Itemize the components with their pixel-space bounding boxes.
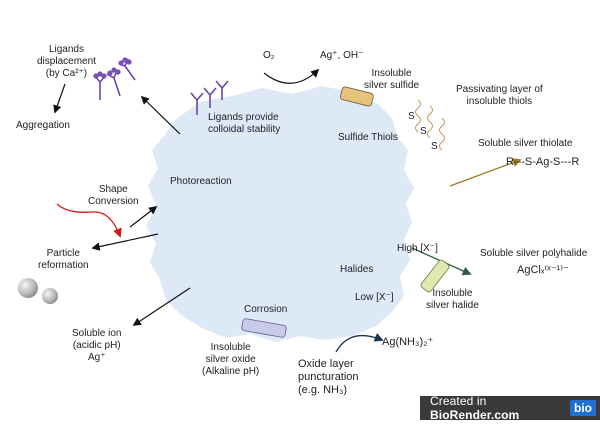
- photoreaction-label: Photoreaction: [170, 176, 232, 187]
- soluble-silver-polyhalide-label: Soluble silver polyhalide: [480, 248, 588, 259]
- arrow-oxidation: [263, 68, 320, 84]
- arrow-ammonia-complex: [335, 333, 384, 353]
- low-halide-label: Low [X⁻]: [355, 292, 394, 303]
- nanoparticle-body: [146, 86, 414, 342]
- corrosion-label: Corrosion: [244, 304, 288, 315]
- soluble-ion-label: Soluble ion(acidic pH)Ag⁺: [72, 328, 122, 363]
- sulfur-atom-label: S: [420, 126, 427, 137]
- silver-oxide-bar: [241, 318, 287, 338]
- aggregation-label: Aggregation: [16, 120, 70, 131]
- arrow-to-thiolate: [449, 158, 522, 187]
- polyhalide-formula: AgClₓ⁽ˣ⁻¹⁾⁻: [517, 264, 569, 276]
- arrow-shape-conversion: [129, 205, 158, 228]
- soluble-silver-thiolate-label: Soluble silver thiolate: [478, 138, 573, 149]
- thiol-chains-icon: [415, 99, 445, 151]
- sulfur-atom-label: S: [408, 111, 415, 122]
- sphere-particle-icon: [42, 288, 58, 304]
- displaced-ligands-icon: [93, 57, 136, 100]
- thiolate-formula: R---S-Ag-S---R: [506, 156, 580, 168]
- silver-ion-hydroxide-label: Ag⁺, OH⁻: [320, 50, 364, 61]
- silver-halide-bar: [420, 259, 450, 293]
- halides-label: Halides: [340, 264, 374, 275]
- arrow-to-ligands-displacement: [140, 95, 181, 135]
- sphere-particle-icon: [18, 278, 38, 298]
- arrow-particle-reformation: [91, 233, 159, 251]
- silver-ammonia-complex-label: Ag(NH₃)₂⁺: [382, 336, 434, 348]
- silver-sulfide-bar: [340, 86, 374, 107]
- surface-ligands: [190, 80, 229, 115]
- reaction-arrows: [53, 68, 320, 326]
- arrow-to-aggregation: [53, 83, 66, 114]
- biorender-logo-icon: bio: [570, 400, 596, 416]
- arrow-red-shape-curve: [56, 203, 122, 238]
- high-halide-label: High [X⁻]: [397, 243, 438, 254]
- badge-brand: BioRender.com: [430, 408, 520, 422]
- sulfur-atom-label: S: [431, 141, 438, 152]
- badge-text: Created in BioRender.com: [420, 394, 570, 422]
- arrow-soluble-ion: [132, 287, 191, 326]
- badge-prefix: Created in: [430, 394, 487, 408]
- sulfide-thiols-label: Sulfide Thiols: [338, 132, 398, 143]
- biorender-badge[interactable]: Created in BioRender.com bio: [420, 394, 600, 422]
- oxygen-label: O₂: [263, 50, 275, 61]
